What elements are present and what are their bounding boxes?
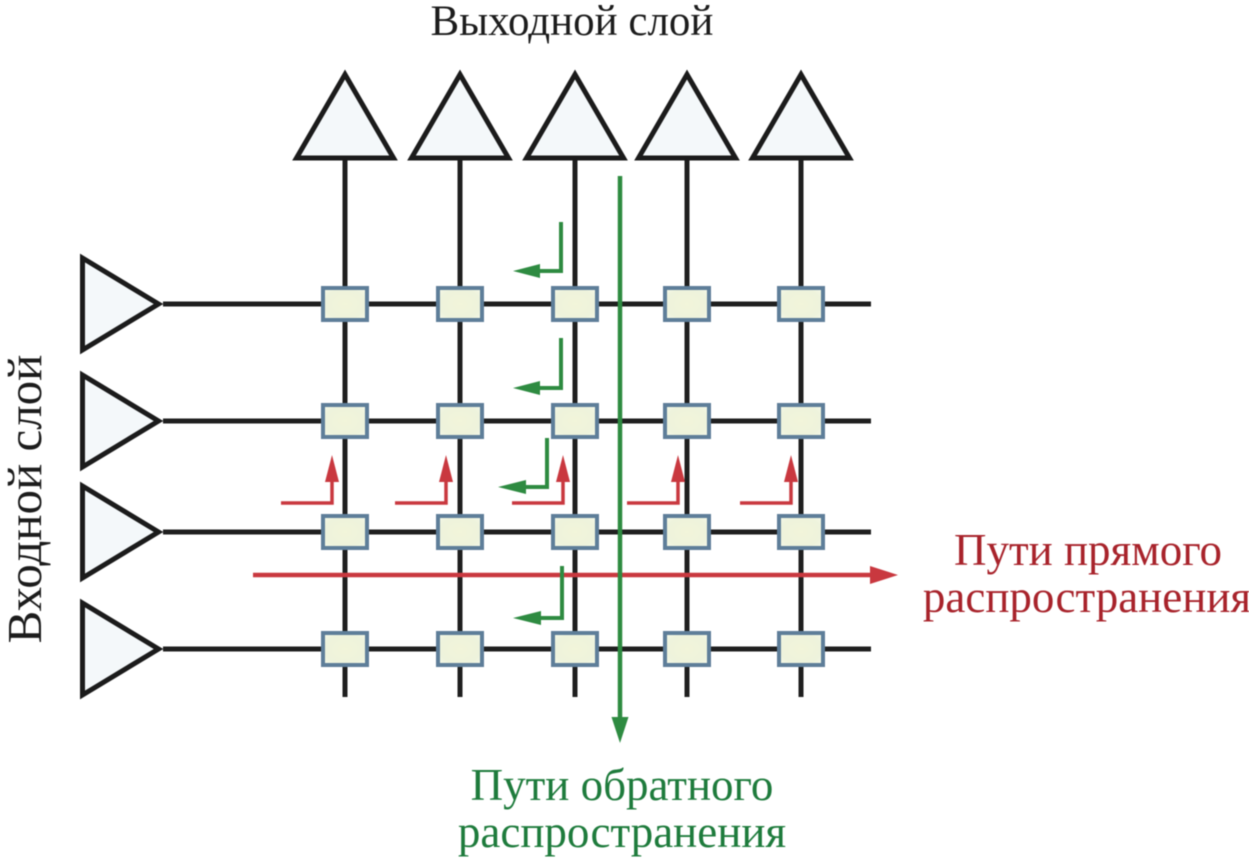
svg-text:Выходной слой: Выходной слой	[431, 0, 714, 45]
svg-text:распространения: распространения	[923, 572, 1249, 622]
svg-text:распространения: распространения	[458, 807, 786, 857]
svg-text:Входной слой: Входной слой	[0, 355, 52, 644]
svg-text:Пути прямого: Пути прямого	[954, 525, 1222, 575]
svg-text:Пути обратного: Пути обратного	[471, 760, 774, 810]
